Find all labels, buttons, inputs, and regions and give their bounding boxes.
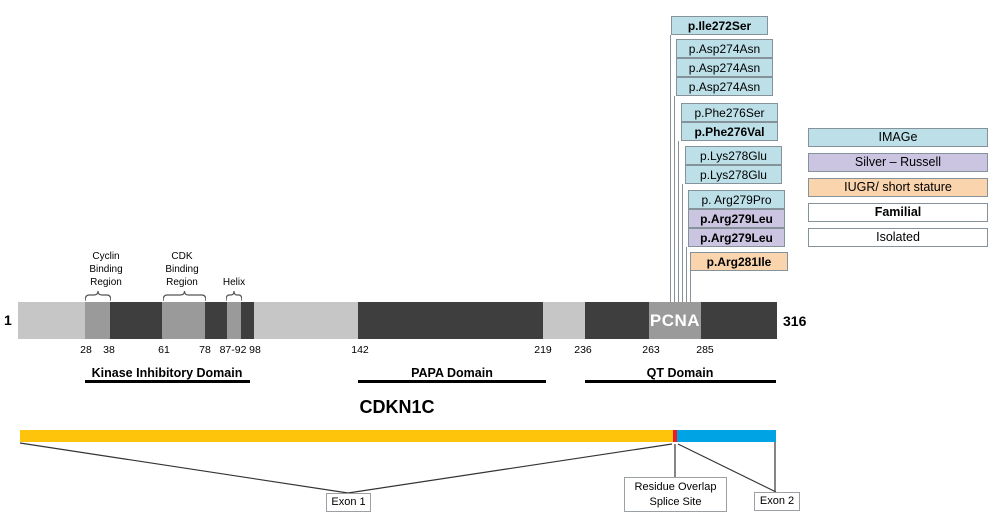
helix-brace-icon xyxy=(226,291,242,302)
tick-142: 142 xyxy=(351,344,369,356)
mutation-label-asp274asn-3: p.Asp274Asn xyxy=(676,77,773,96)
protein-start-residue: 1 xyxy=(4,312,12,328)
bar-segment-cyclin-binding xyxy=(85,302,110,339)
bar-segment-kid-2 xyxy=(205,302,227,339)
cyclin-line3: Region xyxy=(90,277,122,288)
tick-78: 78 xyxy=(199,344,211,356)
bar-segment-helix xyxy=(227,302,241,339)
mutation-label-asp274asn-2: p.Asp274Asn xyxy=(676,58,773,77)
legend-item-image: IMAGe xyxy=(808,128,988,147)
bar-segment-linker-2 xyxy=(543,302,585,339)
cdk-line3: Region xyxy=(166,277,198,288)
mutation-label-arg279leu-1: p.Arg279Leu xyxy=(688,209,785,228)
legend-item-familial: Familial xyxy=(808,203,988,222)
helix-line1: Helix xyxy=(222,277,246,288)
exon1-bar xyxy=(20,430,673,442)
bar-segment-pcna: PCNA xyxy=(649,302,701,339)
kinase-inhibitory-domain-label: Kinase Inhibitory Domain xyxy=(91,366,243,380)
splice-label-line1: Residue Overlap xyxy=(634,480,717,493)
legend-item-iugr: IUGR/ short stature xyxy=(808,178,988,197)
exon2-label-box: Exon 2 xyxy=(754,492,800,511)
tick-61: 61 xyxy=(158,344,170,356)
papa-domain-label: PAPA Domain xyxy=(411,366,493,380)
mutation-label-arg281ile: p.Arg281Ile xyxy=(690,252,788,271)
bar-segment-qt-1 xyxy=(585,302,649,339)
mutation-label-asp274asn-1: p.Asp274Asn xyxy=(676,39,773,58)
mutation-label-arg279leu-2: p.Arg279Leu xyxy=(688,228,785,247)
bar-segment-cdk-binding xyxy=(162,302,205,339)
legend-item-isolated: Isolated xyxy=(808,228,988,247)
mutation-label-ile272ser: p.Ile272Ser xyxy=(671,16,768,35)
exon2-label: Exon 2 xyxy=(759,495,795,507)
tick-28: 28 xyxy=(80,344,92,356)
legend-item-silver-russell: Silver – Russell xyxy=(808,153,988,172)
helix-label: Helix xyxy=(223,276,245,289)
mutation-label-lys278glu-2: p.Lys278Glu xyxy=(685,165,782,184)
tick-263: 263 xyxy=(642,344,660,356)
cdk-line2: Binding xyxy=(165,264,199,275)
mutation-label-phe276val: p.Phe276Val xyxy=(681,122,778,141)
cdk-brace-icon xyxy=(163,291,206,302)
exon2-bar xyxy=(677,430,776,442)
cdk-binding-region-label: CDK Binding Region xyxy=(165,250,198,289)
exon1-label-box: Exon 1 xyxy=(326,493,371,512)
qt-domain-extent-line xyxy=(585,380,776,383)
tick-219: 219 xyxy=(534,344,552,356)
pcna-label: PCNA xyxy=(649,310,701,330)
protein-end-residue: 316 xyxy=(783,313,807,329)
cyclin-brace-icon xyxy=(85,291,111,302)
cyclin-line1: Cyclin xyxy=(92,251,120,262)
exon1-label: Exon 1 xyxy=(331,496,366,508)
cyclin-binding-region-label: Cyclin Binding Region xyxy=(89,250,122,289)
tick-98: 98 xyxy=(249,344,261,356)
tick-285: 285 xyxy=(696,344,714,356)
tick-236: 236 xyxy=(574,344,592,356)
mutation-label-phe276ser: p.Phe276Ser xyxy=(681,103,778,122)
bar-segment-linker-1 xyxy=(254,302,358,339)
mutation-label-lys278glu-1: p.Lys278Glu xyxy=(685,146,782,165)
exon-pointer-lines xyxy=(19,442,777,494)
bar-segment-kid-3 xyxy=(241,302,254,339)
bar-segment-nterm xyxy=(18,302,85,339)
qt-domain-label: QT Domain xyxy=(646,366,714,380)
tick-87-92: 87-92 xyxy=(219,344,247,356)
protein-domain-bar: PCNA xyxy=(18,302,777,339)
bar-segment-papa-domain xyxy=(358,302,543,339)
mutation-connector-lines xyxy=(670,35,691,303)
bar-segment-kid-1 xyxy=(110,302,162,339)
tick-38: 38 xyxy=(103,344,115,356)
cdk-line1: CDK xyxy=(171,251,193,262)
papa-domain-extent-line xyxy=(358,380,546,383)
gene-title: CDKN1C xyxy=(359,397,435,417)
splice-site-marker xyxy=(673,430,677,442)
bar-segment-cterm xyxy=(701,302,777,339)
kinase-domain-extent-line xyxy=(85,380,250,383)
cyclin-line2: Binding xyxy=(89,264,123,275)
mutation-label-arg279pro: p. Arg279Pro xyxy=(688,190,785,209)
splice-site-label-box: Residue Overlap Splice Site xyxy=(624,477,727,512)
splice-label-line2: Splice Site xyxy=(649,495,702,508)
